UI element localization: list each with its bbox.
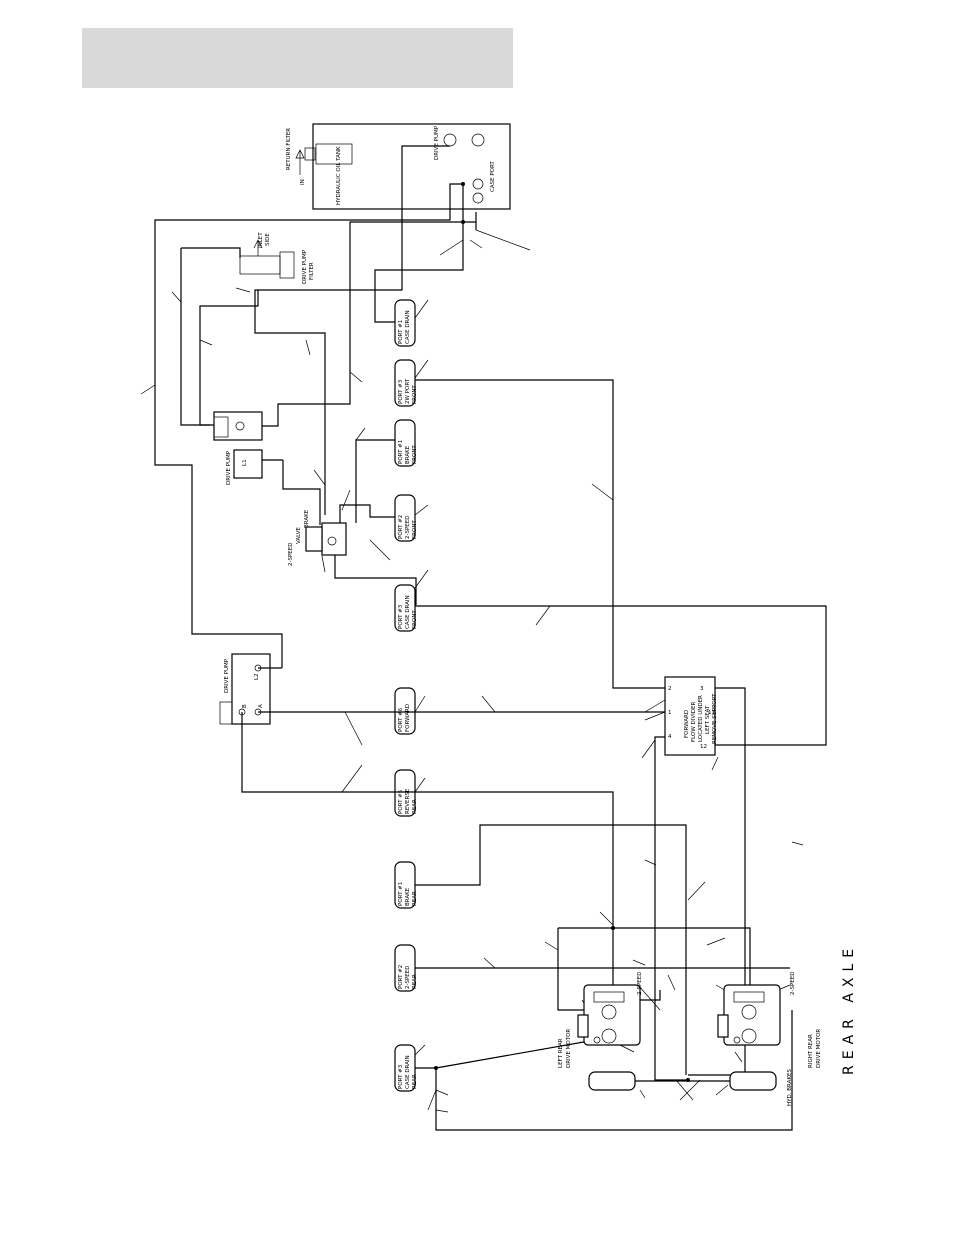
port-block: PORT #6 FORWARD: [394, 687, 416, 735]
valve-label-1: 2-SPEED: [288, 543, 294, 566]
svg-text:REVERSE: REVERSE: [405, 788, 411, 814]
drive-pump-bottom-l2: L2: [254, 673, 260, 680]
right-rear-drive-motor: RIGHT REAR DRIVE MOTOR 2-SPEED: [717, 972, 822, 1068]
hyd-brakes-label: HYD. BRAKES: [787, 1069, 793, 1106]
inlet-label: INLET: [258, 232, 264, 248]
tank-lines: [154, 145, 477, 668]
fd-port-4: 4: [668, 734, 672, 740]
svg-text:REAR: REAR: [412, 891, 418, 906]
drive-pump-top: DRIVE PUMP L1: [213, 411, 321, 525]
svg-text:REAR: REAR: [412, 799, 418, 814]
svg-text:PORT #1: PORT #1: [398, 882, 404, 906]
svg-text:FRONT: FRONT: [412, 520, 418, 539]
tank-drive-pump-label: DRIVE PUMP: [434, 125, 440, 160]
left-motor-label-2: DRIVE MOTOR: [566, 1029, 572, 1068]
port-block: PORT #1 BRAKE REAR: [394, 861, 418, 909]
filter-label-1: DRIVE PUMP: [302, 249, 308, 284]
svg-text:PORT #2: PORT #2: [398, 965, 404, 989]
return-filter-label: RETURN FILTER: [286, 128, 292, 170]
left-two-speed-label: 2-SPEED: [637, 972, 643, 995]
fd-line2: FLOW DIVIDER: [691, 702, 697, 742]
svg-text:CASE DRAIN: CASE DRAIN: [405, 310, 411, 344]
tank-in-label: IN: [300, 179, 306, 185]
port-block: PORT #3 CASE DRAIN FRONT: [394, 584, 418, 632]
svg-text:PORT #1: PORT #1: [398, 440, 404, 464]
svg-text:FRONT: FRONT: [412, 445, 418, 464]
fd-port-3: 3: [700, 686, 704, 692]
mid-port-blocks: PORT #6 FORWARD PORT #5 REVERSE REAR: [394, 687, 418, 817]
svg-text:BRAKE: BRAKE: [405, 887, 411, 906]
fd-port-11: 11: [708, 710, 715, 716]
svg-text:2-SPEED: 2-SPEED: [405, 966, 411, 989]
port-block: PORT #3 2W PORT FRONT: [394, 359, 418, 407]
fd-line3: LOCATED UNDER: [698, 695, 704, 742]
drive-pump-top-label: DRIVE PUMP: [226, 450, 232, 485]
svg-text:REAR: REAR: [412, 974, 418, 989]
port-block: PORT #1 CASE DRAIN: [394, 299, 416, 347]
drive-pump-bottom: DRIVE PUMP L2 B A: [219, 653, 282, 725]
port-block: PORT #2 2-SPEED REAR: [394, 944, 418, 992]
port-block: PORT #3 CASE DRAIN REAR: [394, 1044, 418, 1092]
tank-title: HYDRAULIC OIL TANK: [336, 146, 342, 205]
flow-divider: FORWARD FLOW DIVIDER LOCATED UNDER LEFT …: [664, 676, 718, 756]
valve-label-3: BRAKE: [304, 509, 310, 528]
valve-label-2: VALVE: [296, 527, 302, 544]
svg-text:FORWARD: FORWARD: [405, 704, 411, 732]
svg-text:BRAKE: BRAKE: [405, 445, 411, 464]
right-two-speed-label: 2-SPEED: [790, 972, 796, 995]
drive-pump-bottom-b: B: [242, 704, 248, 708]
case-port-label: CASE PORT: [490, 161, 496, 192]
svg-text:PORT #1: PORT #1: [398, 320, 404, 344]
port-block: PORT #2 2-SPEED FRONT: [394, 494, 418, 542]
svg-text:PORT #5: PORT #5: [398, 789, 404, 814]
port-block: PORT #5 REVERSE REAR: [394, 769, 418, 817]
port-block: PORT #1 BRAKE FRONT: [394, 419, 418, 467]
header-band: [82, 28, 513, 88]
inlet-side-label: SIDE: [265, 233, 271, 246]
svg-text:FRONT: FRONT: [412, 610, 418, 629]
filter-label-2: FILTER: [309, 262, 315, 280]
svg-text:2-SPEED: 2-SPEED: [405, 516, 411, 539]
svg-text:CASE DRAIN: CASE DRAIN: [405, 1055, 411, 1089]
drive-pump-bottom-label: DRIVE PUMP: [224, 658, 230, 693]
fd-port-1: 1: [668, 710, 672, 716]
fd-line1: FORWARD: [684, 710, 690, 738]
filter-lines: [180, 247, 259, 426]
fd-port-12: 12: [700, 744, 707, 750]
section-title: REAR AXLE: [841, 943, 857, 1075]
svg-text:PORT #3: PORT #3: [398, 604, 404, 629]
right-motor-label-2: DRIVE MOTOR: [816, 1029, 822, 1068]
svg-text:CASE DRAIN: CASE DRAIN: [405, 595, 411, 629]
rear-port-blocks: PORT #1 BRAKE REAR PORT #2 2-SPEED REAR …: [394, 861, 418, 1092]
hydraulic-brakes: HYD. BRAKES: [588, 1069, 793, 1106]
drive-pump-top-port: L1: [242, 459, 248, 466]
right-motor-label-1: RIGHT REAR: [808, 1034, 814, 1068]
svg-text:PORT #3: PORT #3: [398, 1064, 404, 1089]
fd-port-2: 2: [668, 686, 672, 692]
front-port-blocks: PORT #1 CASE DRAIN PORT #3 2W PORT FRONT…: [394, 299, 418, 632]
svg-text:PORT #2: PORT #2: [398, 515, 404, 539]
fd-line5: REMOVE SUPPORT: [712, 693, 718, 744]
svg-text:2W PORT: 2W PORT: [405, 378, 411, 404]
main-lines: [241, 379, 827, 1131]
svg-text:FRONT: FRONT: [412, 385, 418, 404]
drive-pump-bottom-a: A: [258, 704, 264, 708]
svg-text:PORT #3: PORT #3: [398, 379, 404, 404]
left-motor-label-1: LEFT REAR: [558, 1038, 564, 1068]
svg-text:PORT #6: PORT #6: [398, 707, 404, 732]
drive-pump-filter: INLET SIDE DRIVE PUMP FILTER: [239, 232, 315, 284]
hydraulic-oil-tank: HYDRAULIC OIL TANK RETURN FILTER IN DRIV…: [286, 123, 511, 210]
fd-line4: LEFT SEAT: [705, 705, 711, 734]
left-rear-drive-motor: LEFT REAR DRIVE MOTOR 2-SPEED: [558, 972, 643, 1068]
svg-text:REAR: REAR: [412, 1074, 418, 1089]
